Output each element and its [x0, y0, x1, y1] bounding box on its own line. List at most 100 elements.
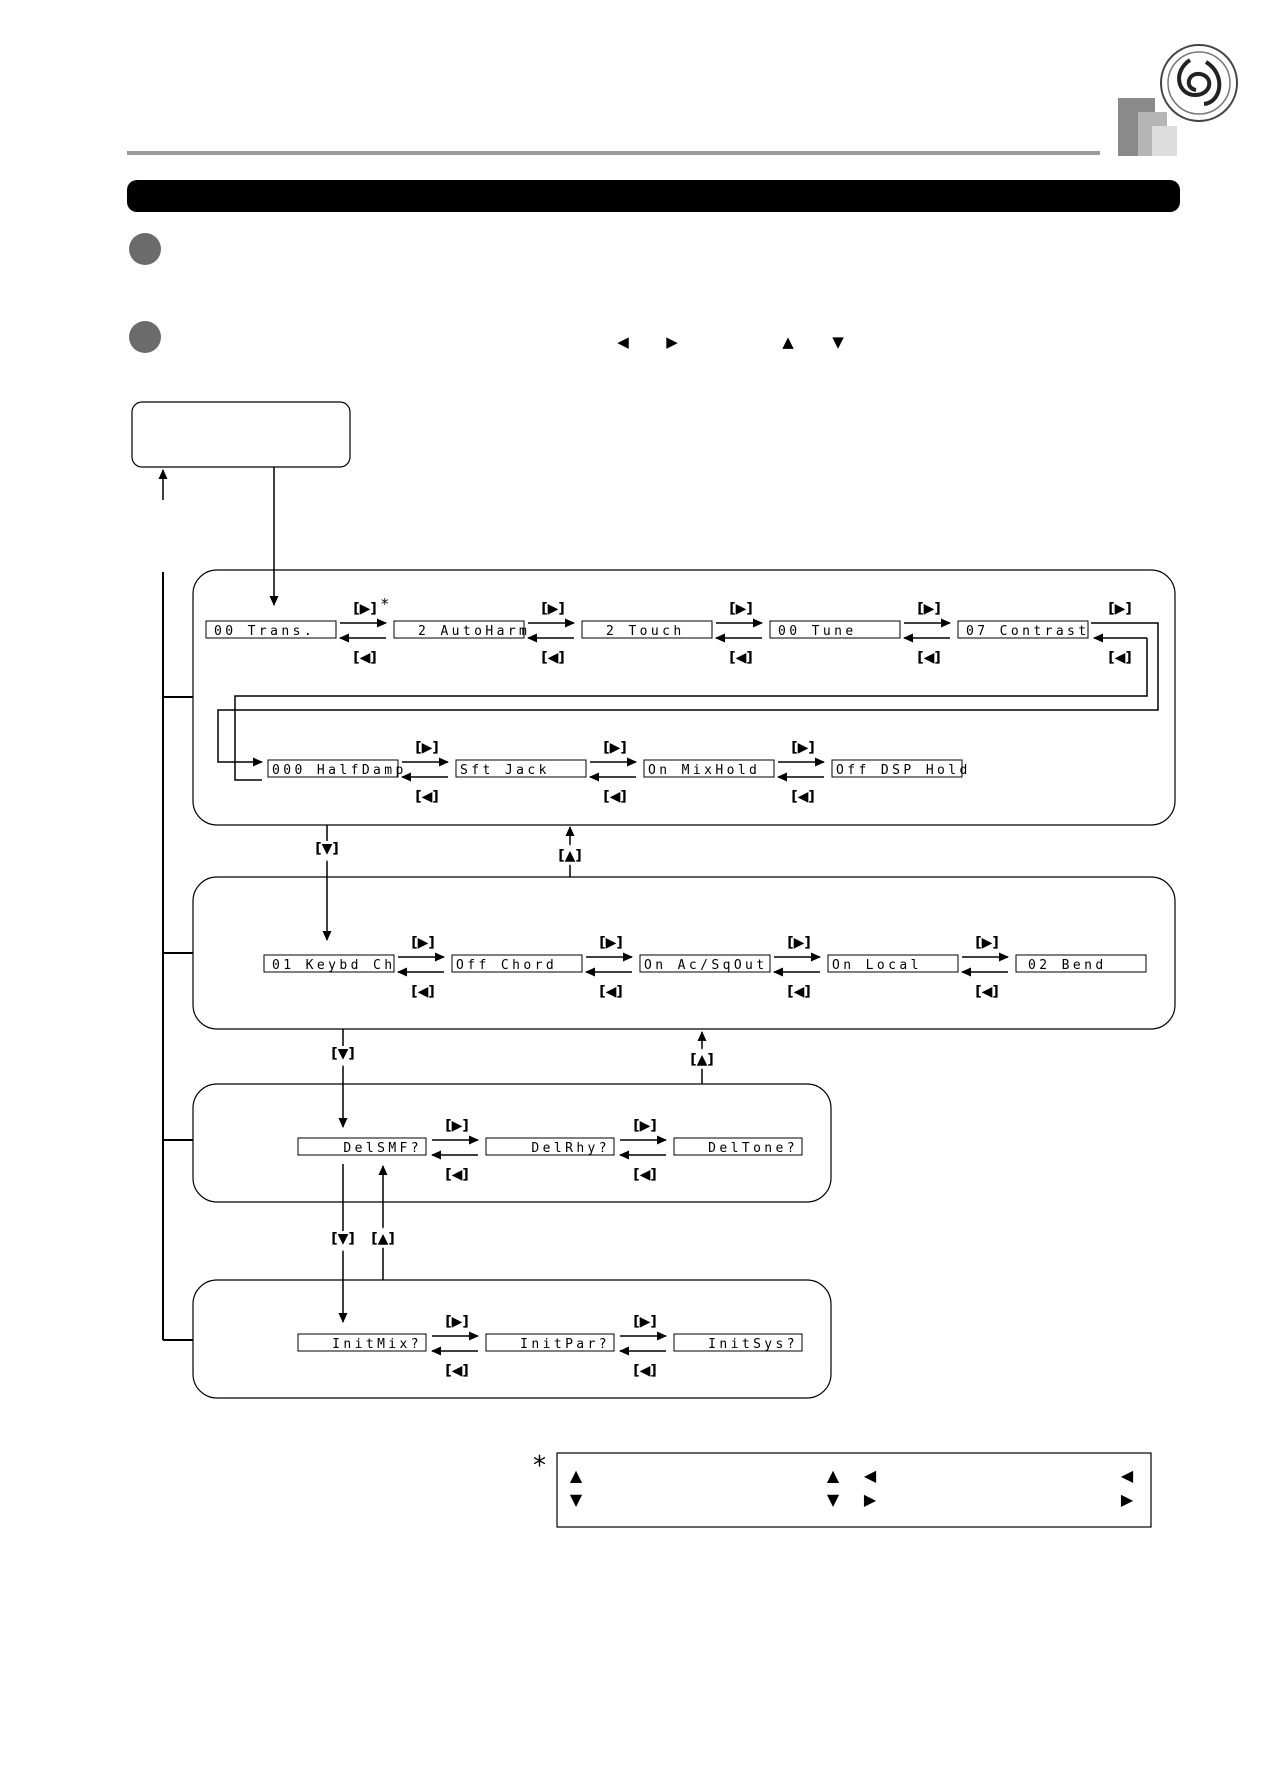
lcd-display-text: 2 AutoHarm: [418, 624, 530, 639]
lcd-display-text: On Local: [832, 958, 922, 973]
footnote-icons: ▲ ▲ ◀ ◀ ▼ ▼ ▶ ▶: [570, 1466, 1134, 1509]
lcd-display-text: 01 Keybd Ch: [272, 958, 396, 973]
right-key-label: [▶]: [599, 935, 623, 951]
lcd-display-text: DelSMF?: [343, 1141, 422, 1156]
lcd-display-text: InitMix?: [332, 1337, 422, 1352]
lcd-display-text: InitPar?: [520, 1337, 610, 1352]
right-key-label: [▶]: [791, 740, 815, 756]
left-key-label: [◀]: [917, 650, 941, 666]
lcd-display-text: 00 Tune: [778, 624, 857, 639]
lcd-display-text: 02 Bend: [1028, 958, 1107, 973]
lcd-display[interactable]: InitSys?: [673, 1333, 803, 1352]
lcd-display-text: Off DSP Hold: [836, 763, 971, 778]
left-key-label: [◀]: [353, 650, 377, 666]
left-key-label: [◀]: [411, 984, 435, 1000]
left-key-label: [◀]: [415, 789, 439, 805]
left-key-label: [◀]: [787, 984, 811, 1000]
lcd-display[interactable]: 01 Keybd Ch: [263, 954, 396, 973]
lcd-display[interactable]: 000 HalfDamp: [267, 759, 407, 778]
right-cursor-icon: ▶: [864, 1490, 877, 1509]
right-key-label: [▶]: [975, 935, 999, 951]
right-key-label: [▶]: [411, 935, 435, 951]
lcd-display-text: 00 Trans.: [214, 624, 315, 639]
left-key-label: [◀]: [633, 1167, 657, 1183]
lcd-display[interactable]: 2 AutoHarm: [393, 620, 530, 639]
lcd-display[interactable]: On Local: [827, 954, 959, 973]
row-initialize: InitMix? InitPar? InitSys? [▶] [◀] [▶] […: [297, 1314, 803, 1379]
left-cursor-icon: ◀: [1121, 1466, 1134, 1485]
lcd-display-text: 000 HalfDamp: [272, 763, 407, 778]
down-key-label: [▼]: [331, 1046, 355, 1062]
left-key-label: [◀]: [633, 1363, 657, 1379]
right-key-label: [▶]: [353, 601, 377, 617]
lcd-display-text: 2 Touch: [606, 624, 685, 639]
page-corner-icon: [1118, 98, 1177, 156]
left-key-label: [◀]: [599, 984, 623, 1000]
group-box-midi: [192, 876, 1176, 1030]
up-key-label: [▲]: [690, 1052, 714, 1068]
left-cursor-icon: ◀: [617, 333, 629, 351]
left-key-label: [◀]: [1108, 650, 1132, 666]
left-key-label: [◀]: [729, 650, 753, 666]
lcd-display[interactable]: Off Chord: [451, 954, 583, 973]
up-cursor-icon: ▲: [827, 1466, 840, 1485]
lcd-display[interactable]: DelTone?: [673, 1137, 803, 1156]
right-key-label: [▶]: [633, 1118, 657, 1134]
row-functions-2: 000 HalfDamp Sft Jack On MixHold Off DSP…: [267, 740, 971, 805]
footnote-marker: *: [381, 595, 389, 613]
lcd-display[interactable]: DelRhy?: [485, 1137, 615, 1156]
lcd-display-text: Sft Jack: [460, 763, 550, 778]
right-key-label: [▶]: [1108, 601, 1132, 617]
lcd-display[interactable]: 00 Tune: [769, 620, 901, 639]
lcd-display[interactable]: 07 Contrast: [957, 620, 1090, 639]
row-delete-user-data: DelSMF? DelRhy? DelTone? [▶] [◀] [▶] [◀]: [297, 1118, 803, 1183]
footnote-asterisk: *: [533, 1451, 546, 1481]
right-cursor-icon: ▶: [666, 333, 678, 351]
lcd-display-text: Off Chord: [456, 958, 557, 973]
left-cursor-icon: ◀: [864, 1466, 877, 1485]
lcd-display-text: 07 Contrast: [966, 624, 1090, 639]
left-key-label: [◀]: [541, 650, 565, 666]
initial-display-box: [131, 401, 351, 468]
lcd-display[interactable]: On MixHold: [643, 759, 775, 778]
right-key-label: [▶]: [603, 740, 627, 756]
down-cursor-icon: ▼: [832, 333, 844, 351]
left-key-label: [◀]: [445, 1167, 469, 1183]
lcd-display[interactable]: InitMix?: [297, 1333, 427, 1352]
lcd-display[interactable]: 02 Bend: [1015, 954, 1147, 973]
lcd-display[interactable]: Off DSP Hold: [831, 759, 971, 778]
right-key-label: [▶]: [729, 601, 753, 617]
up-key-label: [▲]: [371, 1231, 395, 1247]
down-key-label: [▼]: [331, 1231, 355, 1247]
section-title-bar: [127, 180, 1180, 212]
right-key-label: [▶]: [445, 1314, 469, 1330]
lcd-display[interactable]: 2 Touch: [581, 620, 713, 639]
lcd-display[interactable]: 00 Trans.: [205, 620, 337, 639]
lcd-display-text: On Ac/SqOut: [644, 958, 768, 973]
up-cursor-icon: ▲: [570, 1466, 583, 1485]
lcd-display[interactable]: InitPar?: [485, 1333, 615, 1352]
row-midi-settings: 01 Keybd Ch Off Chord On Ac/SqOut On Loc…: [263, 935, 1147, 1000]
step-2-circle: [129, 321, 161, 353]
row-functions-1: 00 Trans. 2 AutoHarm 2 Touch 00 Tune 07 …: [205, 595, 1159, 781]
right-key-label: [▶]: [633, 1314, 657, 1330]
left-key-label: [◀]: [445, 1363, 469, 1379]
lcd-display[interactable]: DelSMF?: [297, 1137, 427, 1156]
up-key-label: [▲]: [558, 848, 582, 864]
lcd-display[interactable]: On Ac/SqOut: [639, 954, 771, 973]
lcd-display[interactable]: Sft Jack: [455, 759, 587, 778]
right-key-label: [▶]: [445, 1118, 469, 1134]
down-cursor-icon: ▼: [570, 1490, 583, 1509]
group-box-delete: [192, 1083, 832, 1203]
logo-seal-icon: [1160, 44, 1238, 122]
left-key-label: [◀]: [791, 789, 815, 805]
left-key-label: [◀]: [603, 789, 627, 805]
down-cursor-icon: ▼: [827, 1490, 840, 1509]
group-box-functions: [192, 569, 1176, 826]
footnote-box: [556, 1452, 1152, 1528]
right-key-label: [▶]: [787, 935, 811, 951]
lcd-display-text: DelRhy?: [531, 1141, 610, 1156]
group-box-initialize: [192, 1279, 832, 1399]
